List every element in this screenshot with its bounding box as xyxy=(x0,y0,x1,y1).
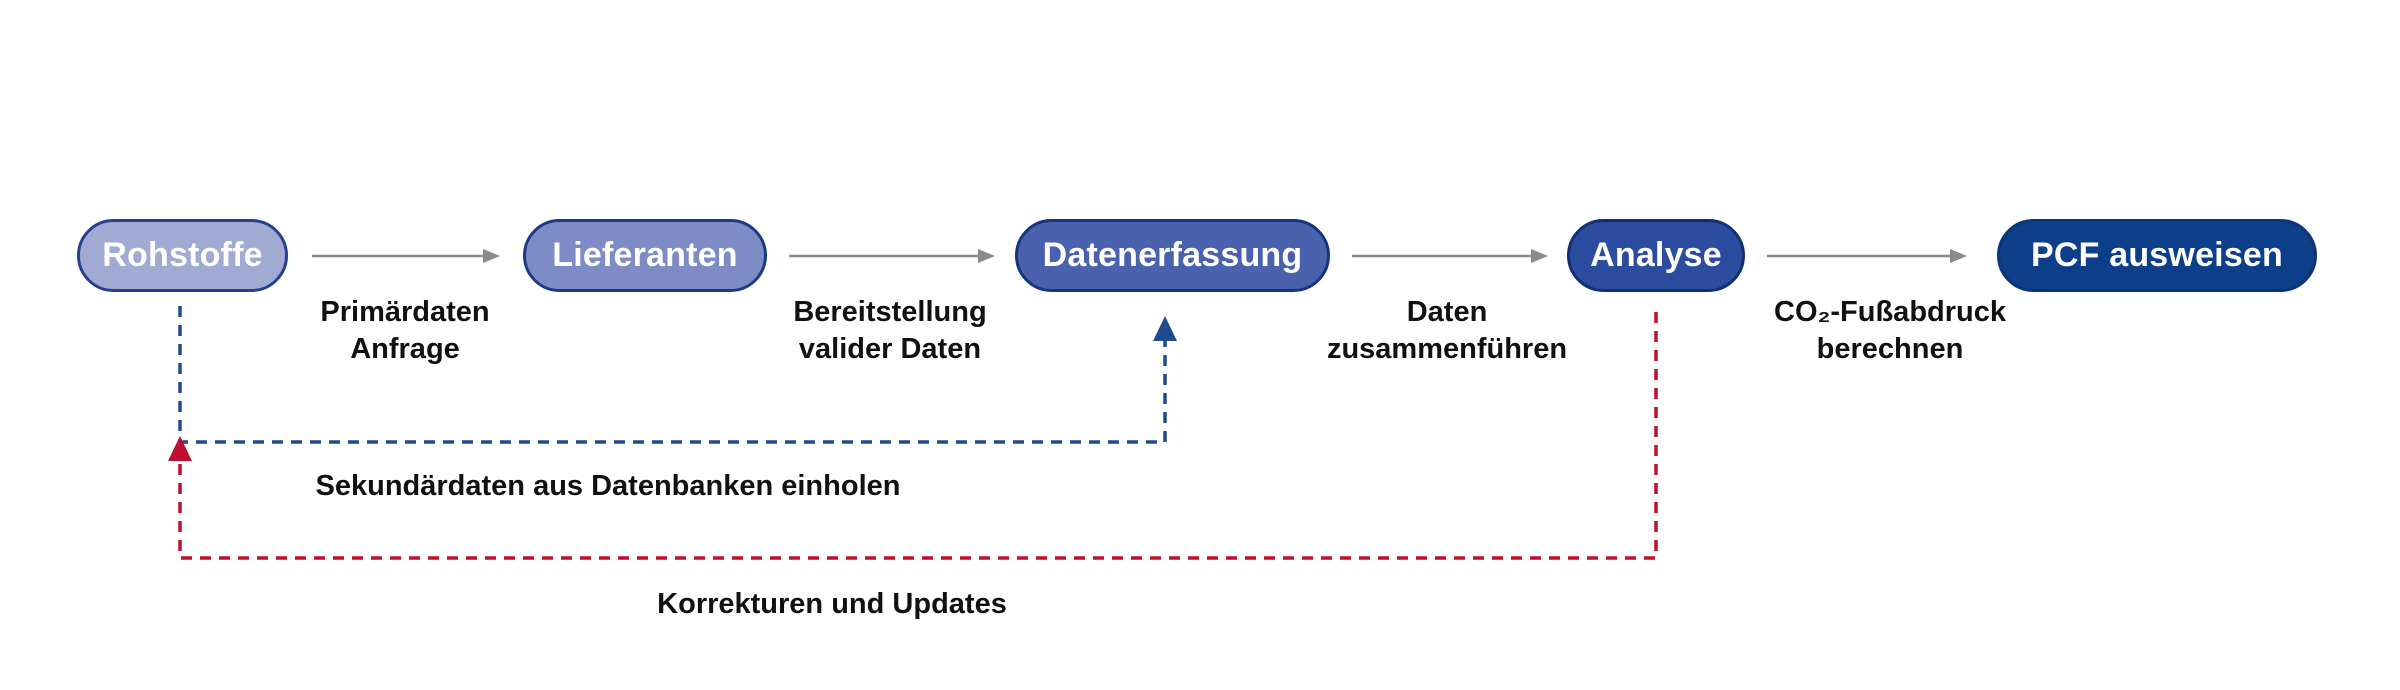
flow-arrow-2 xyxy=(789,249,995,263)
secondary-data-loop-arrowhead-icon xyxy=(1153,316,1177,341)
node-analyse: Analyse xyxy=(1567,219,1745,292)
edge-label-bereitstellung-valider-daten: Bereitstellung valider Daten xyxy=(793,294,986,368)
flow-arrow-3 xyxy=(1352,249,1548,263)
edge-label-line: Anfrage xyxy=(350,333,460,365)
edge-label-daten-zusammenfuehren: Daten zusammenführen xyxy=(1327,294,1567,368)
correction-loop-path xyxy=(178,312,1658,560)
flow-arrow-1-head-icon xyxy=(483,249,500,263)
secondary-data-loop xyxy=(178,306,1177,444)
correction-loop-arrowhead-icon xyxy=(168,436,192,461)
loop-label-korrekturen: Korrekturen und Updates xyxy=(657,588,1007,620)
flow-arrow-2-head-icon xyxy=(978,249,995,263)
edge-label-line: valider Daten xyxy=(798,333,982,365)
node-datenerfassung: Datenerfassung xyxy=(1015,219,1330,292)
flow-arrow-1 xyxy=(312,249,500,263)
edge-label-line: zusammenführen xyxy=(1326,333,1568,365)
node-lieferanten: Lieferanten xyxy=(523,219,767,292)
secondary-data-loop-path xyxy=(178,306,1167,444)
edge-label-line: Bereitstellung xyxy=(793,296,987,328)
edge-label-primaerdaten-anfrage: Primärdaten Anfrage xyxy=(320,294,489,368)
flow-arrow-4 xyxy=(1767,249,1967,263)
flow-arrow-4-head-icon xyxy=(1950,249,1967,263)
edge-label-line: CO₂-Fußabdruck xyxy=(1774,296,2006,328)
loop-label-sekundaerdaten: Sekundärdaten aus Datenbanken einholen xyxy=(315,470,901,502)
edge-label-line: Daten xyxy=(1406,296,1488,328)
node-pcf-ausweisen: PCF ausweisen xyxy=(1997,219,2317,292)
edge-label-line: Primärdaten xyxy=(320,296,490,328)
correction-loop xyxy=(168,312,1658,560)
node-rohstoffe: Rohstoffe xyxy=(77,219,288,292)
edge-label-co2-fussabdruck-berechnen: CO₂-Fußabdruck berechnen xyxy=(1774,294,2006,368)
edge-label-line: berechnen xyxy=(1816,333,1964,365)
flow-arrow-3-head-icon xyxy=(1531,249,1548,263)
